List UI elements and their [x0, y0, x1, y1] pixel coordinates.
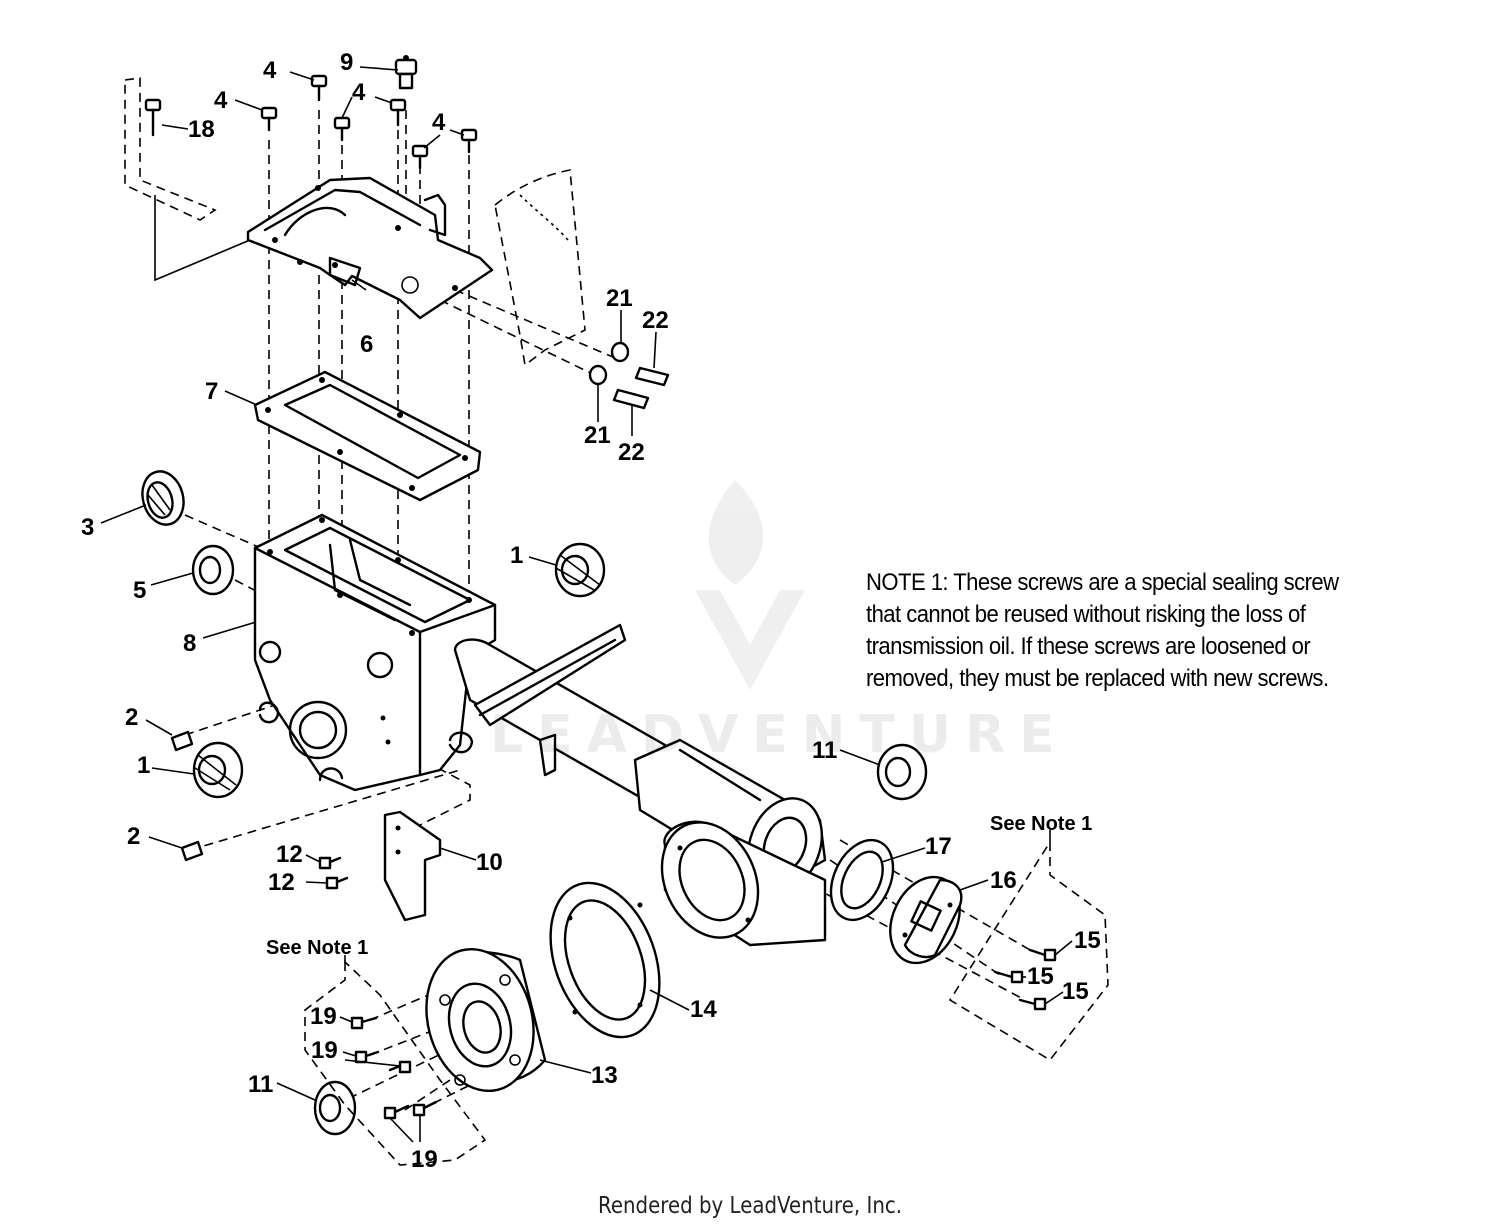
note-boundaries: [304, 839, 1109, 1166]
callout-17: 17: [925, 833, 952, 860]
callout-19: 19: [411, 1146, 438, 1173]
watermark-logo: [695, 480, 805, 690]
seal-5: [191, 544, 235, 596]
callout-7: 7: [205, 378, 218, 405]
rod-18: [154, 195, 251, 282]
callout-21: 21: [584, 422, 611, 449]
callout-3: 3: [81, 514, 94, 541]
callout-12: 12: [276, 841, 303, 868]
callout-4: 4: [352, 79, 366, 106]
bracket-10: [383, 810, 442, 922]
callout-22: 22: [618, 439, 645, 466]
callout-15: 15: [1074, 927, 1101, 954]
bearing-3: [141, 470, 185, 526]
callout-19: 19: [311, 1037, 338, 1064]
note-line: NOTE 1: These screws are a special seali…: [866, 569, 1339, 596]
see-note-label: See Note 1: [266, 937, 368, 959]
footer-credit: Rendered by LeadVenture, Inc.: [597, 1193, 903, 1219]
callout-2: 2: [127, 823, 140, 850]
callout-labels: 4 9 4 4 18 4 4 6 21 22 21 22 7 3 5 1 8 2…: [81, 49, 1101, 1173]
callout-4: 4: [214, 87, 228, 114]
top-cover-plate: [246, 176, 494, 320]
callout-1: 1: [510, 542, 523, 569]
note-line: removed, they must be replaced with new …: [866, 665, 1329, 692]
callout-21: 21: [606, 285, 633, 312]
bell-housing: [660, 820, 827, 947]
chute-outline: [494, 169, 586, 367]
callout-6: 6: [360, 331, 373, 358]
note-line: that cannot be reused without risking th…: [866, 601, 1306, 628]
callout-2: 2: [125, 704, 138, 731]
callout-18: 18: [188, 116, 215, 143]
note-line: transmission oil. If these screws are lo…: [866, 633, 1311, 660]
callout-13: 13: [591, 1062, 618, 1089]
callout-11: 11: [812, 737, 837, 764]
callout-1: 1: [137, 752, 150, 779]
callout-15: 15: [1062, 978, 1089, 1005]
callout-22: 22: [642, 307, 669, 334]
bearing-1-bottom: [192, 741, 244, 799]
callout-10: 10: [476, 849, 503, 876]
seal-11-left: [313, 1080, 357, 1136]
flange-plate: [889, 875, 963, 965]
callout-4: 4: [432, 109, 446, 136]
watermark-text: LEADVENTURE: [490, 705, 1069, 765]
washer-17: [829, 838, 895, 922]
callout-15: 15: [1027, 963, 1054, 990]
callout-12: 12: [268, 869, 295, 896]
callout-9: 9: [340, 49, 353, 76]
callout-14: 14: [690, 996, 717, 1023]
flange-gasket: [549, 881, 661, 1039]
callout-4: 4: [263, 57, 277, 84]
callout-16: 16: [990, 867, 1017, 894]
screws: [144, 55, 1057, 1120]
seal-11-right: [876, 743, 928, 801]
end-cap: [425, 947, 547, 1093]
leader-lines: [100, 66, 1073, 1143]
gasket: [253, 370, 482, 502]
bearing-1-top: [554, 542, 606, 598]
callout-11: 11: [248, 1071, 273, 1098]
callout-5: 5: [133, 577, 146, 604]
see-note-label: See Note 1: [990, 813, 1092, 835]
gearbox-housing: [253, 513, 497, 792]
callout-19: 19: [310, 1003, 337, 1030]
callout-8: 8: [183, 630, 196, 657]
